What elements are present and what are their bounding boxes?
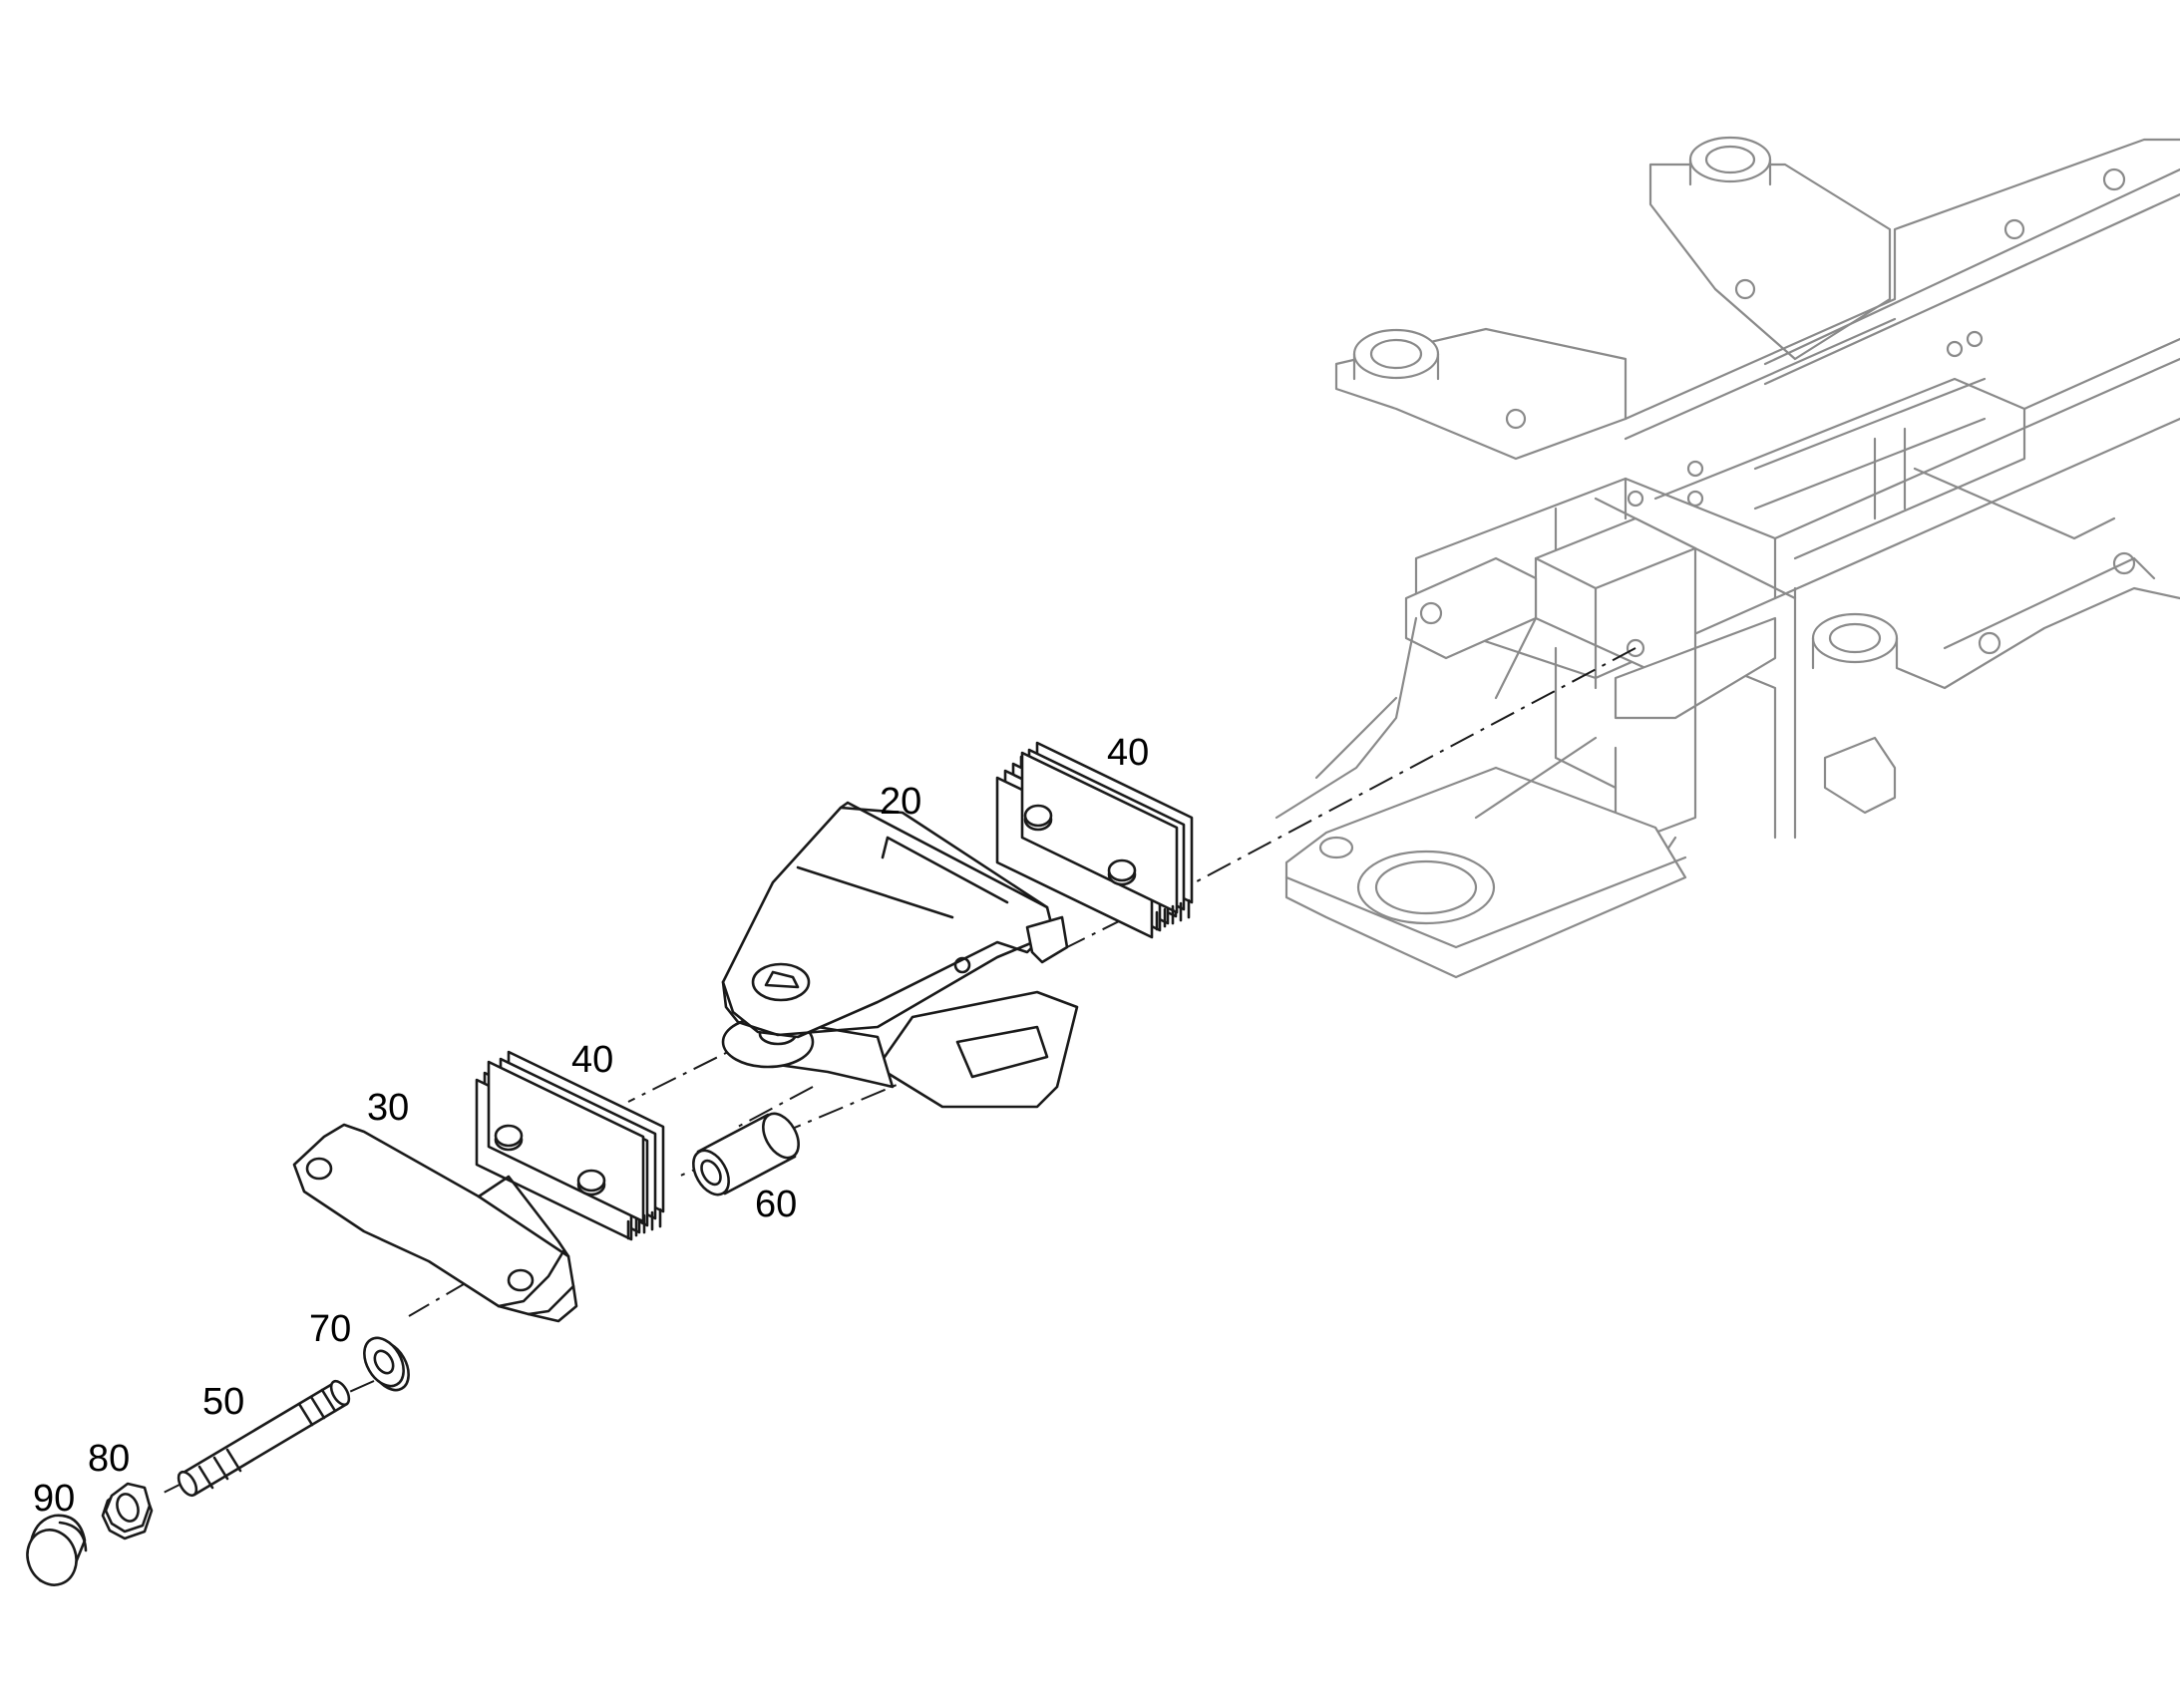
callout-50: 50 <box>202 1381 244 1423</box>
callout-60: 60 <box>755 1184 797 1225</box>
part-80-nut <box>101 1482 154 1540</box>
callout-80: 80 <box>88 1438 130 1480</box>
callout-20: 20 <box>880 781 921 823</box>
callout-90: 90 <box>33 1478 75 1520</box>
callout-40-right: 40 <box>1107 732 1149 774</box>
part-40-shim-pack-right <box>995 741 1194 939</box>
part-60-bushing <box>692 1112 800 1196</box>
part-40-shim-pack-left <box>475 1050 665 1241</box>
part-70-washer <box>363 1336 410 1392</box>
part-20-hitch-bracket <box>721 801 1079 1109</box>
callout-70: 70 <box>309 1308 351 1350</box>
part-50-bolt <box>177 1379 351 1498</box>
callout-labels: 20 40 40 30 60 70 50 80 90 <box>33 732 1149 1520</box>
callout-40-left: 40 <box>571 1039 613 1081</box>
part-90-cap <box>26 1514 88 1586</box>
machine-frame <box>1274 136 2180 979</box>
part-30-plate <box>292 1123 578 1323</box>
callout-30: 30 <box>367 1087 409 1129</box>
